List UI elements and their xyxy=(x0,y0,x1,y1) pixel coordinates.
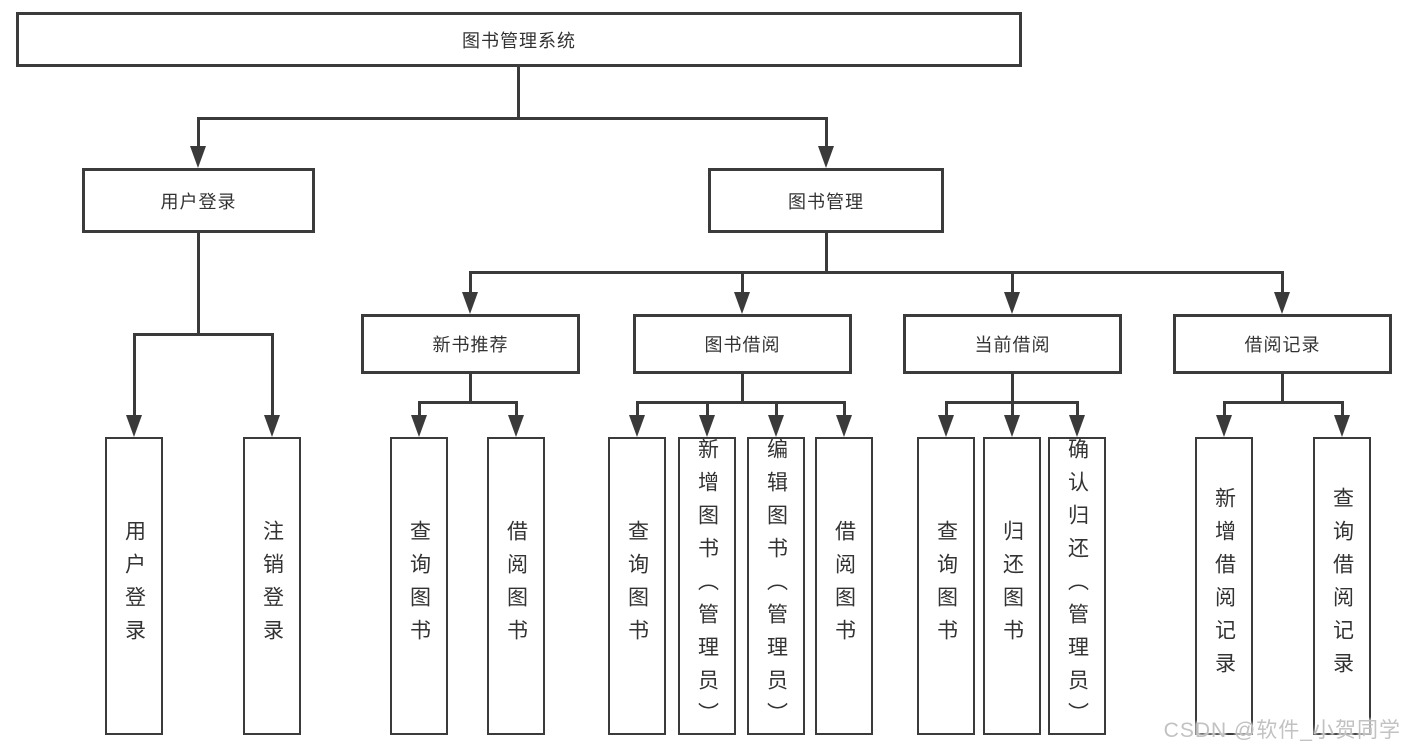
leaf-borrow-books-label: 借阅图书 xyxy=(832,520,856,652)
leaf-query-books-current: 查询图书 xyxy=(917,437,975,735)
arrowhead-down-icon xyxy=(508,415,524,437)
connector-vline xyxy=(706,401,709,417)
connector-hline xyxy=(470,271,1284,274)
connector-vline xyxy=(775,401,778,417)
leaf-borrow-books-recommend: 借阅图书 xyxy=(487,437,545,735)
leaf-query-books-current-label: 查询图书 xyxy=(934,520,958,652)
leaf-query-borrow-record-label: 查询借阅记录 xyxy=(1330,487,1354,685)
leaf-add-books-admin-label: 新增图书（管理员） xyxy=(695,437,719,735)
arrowhead-down-icon xyxy=(734,292,750,314)
connector-hline xyxy=(419,401,518,404)
connector-vline xyxy=(469,271,472,294)
arrowhead-down-icon xyxy=(411,415,427,437)
node-user-login: 用户登录 xyxy=(82,168,315,233)
arrowhead-down-icon xyxy=(1334,415,1350,437)
node-book-management: 图书管理 xyxy=(708,168,944,233)
connector-vline xyxy=(741,374,744,404)
arrowhead-down-icon xyxy=(1069,415,1085,437)
connector-vline xyxy=(133,333,136,417)
leaf-query-books-borrow-label: 查询图书 xyxy=(625,520,649,652)
arrowhead-down-icon xyxy=(818,146,834,168)
connector-vline xyxy=(1011,374,1014,404)
connector-hline xyxy=(637,401,846,404)
arrowhead-down-icon xyxy=(629,415,645,437)
leaf-query-books-borrow: 查询图书 xyxy=(608,437,666,735)
arrowhead-down-icon xyxy=(1216,415,1232,437)
leaf-edit-books-admin: 编辑图书（管理员） xyxy=(747,437,805,735)
leaf-confirm-return-admin: 确认归还（管理员） xyxy=(1048,437,1106,735)
leaf-logout-label: 注销登录 xyxy=(260,520,284,652)
arrowhead-down-icon xyxy=(1004,292,1020,314)
connector-hline xyxy=(197,117,828,120)
node-borrowing-records: 借阅记录 xyxy=(1173,314,1392,374)
arrowhead-down-icon xyxy=(190,146,206,168)
arrowhead-down-icon xyxy=(938,415,954,437)
node-library-management-system: 图书管理系统 xyxy=(16,12,1022,67)
arrowhead-down-icon xyxy=(768,415,784,437)
connector-vline xyxy=(843,401,846,417)
node-book-borrowing: 图书借阅 xyxy=(633,314,852,374)
connector-vline xyxy=(197,233,200,335)
node-new-book-recommendation: 新书推荐 xyxy=(361,314,580,374)
arrowhead-down-icon xyxy=(836,415,852,437)
leaf-add-books-admin: 新增图书（管理员） xyxy=(678,437,736,735)
leaf-return-books: 归还图书 xyxy=(983,437,1041,735)
csdn-watermark: CSDN @软件_小贺同学 xyxy=(1163,719,1401,742)
connector-vline xyxy=(1223,401,1226,417)
arrowhead-down-icon xyxy=(1274,292,1290,314)
arrowhead-down-icon xyxy=(1004,415,1020,437)
connector-vline xyxy=(418,401,421,417)
connector-vline xyxy=(271,333,274,417)
leaf-query-books-recommend: 查询图书 xyxy=(390,437,448,735)
connector-vline xyxy=(197,117,200,147)
leaf-add-borrow-record: 新增借阅记录 xyxy=(1195,437,1253,735)
connector-vline xyxy=(1281,271,1284,294)
connector-vline xyxy=(1011,271,1014,294)
leaf-edit-books-admin-label: 编辑图书（管理员） xyxy=(764,437,788,735)
connector-vline xyxy=(636,401,639,417)
connector-vline xyxy=(515,401,518,417)
leaf-logout: 注销登录 xyxy=(243,437,301,735)
arrowhead-down-icon xyxy=(264,415,280,437)
connector-hline xyxy=(133,333,274,336)
connector-vline xyxy=(469,374,472,404)
leaf-user-login: 用户登录 xyxy=(105,437,163,735)
connector-vline xyxy=(1341,401,1344,417)
arrowhead-down-icon xyxy=(126,415,142,437)
connector-hline xyxy=(1224,401,1344,404)
connector-vline xyxy=(1281,374,1284,404)
connector-vline xyxy=(741,271,744,294)
leaf-borrow-books: 借阅图书 xyxy=(815,437,873,735)
leaf-query-borrow-record: 查询借阅记录 xyxy=(1313,437,1371,735)
arrowhead-down-icon xyxy=(462,292,478,314)
arrowhead-down-icon xyxy=(699,415,715,437)
connector-vline xyxy=(945,401,948,417)
leaf-add-borrow-record-label: 新增借阅记录 xyxy=(1212,487,1236,685)
leaf-user-login-label: 用户登录 xyxy=(122,520,146,652)
connector-vline xyxy=(1076,401,1079,417)
connector-vline xyxy=(825,117,828,147)
connector-vline xyxy=(517,67,520,118)
leaf-query-books-recommend-label: 查询图书 xyxy=(407,520,431,652)
connector-vline xyxy=(825,233,828,273)
leaf-return-books-label: 归还图书 xyxy=(1000,520,1024,652)
leaf-confirm-return-admin-label: 确认归还（管理员） xyxy=(1065,437,1089,735)
leaf-borrow-books-recommend-label: 借阅图书 xyxy=(504,520,528,652)
node-current-borrowing: 当前借阅 xyxy=(903,314,1122,374)
connector-vline xyxy=(1011,401,1014,417)
